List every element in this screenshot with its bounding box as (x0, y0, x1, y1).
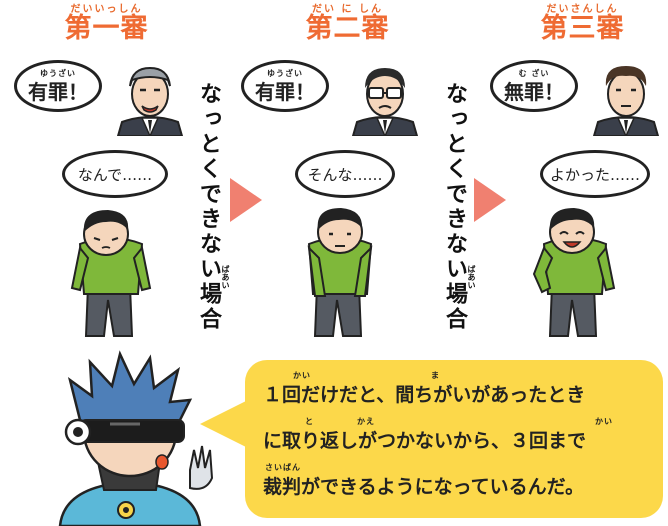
unsatisfied-label: なっとくできない場合 (196, 82, 221, 332)
verdict-ruby: む ざい (518, 69, 550, 78)
verdict-text: 無罪！ (504, 79, 564, 104)
ruby-saiban: さいばん (265, 463, 301, 472)
verdict-ruby: ゆうざい (267, 69, 303, 78)
defendant-figure-sad (70, 210, 152, 337)
verdict-bubble: ゆうざい 有罪！ (14, 60, 102, 112)
reaction-bubble: そんな…… (295, 150, 395, 198)
trial-title-third: だいさんしん 第三審 (490, 4, 668, 43)
ruby-kai-2: かい (595, 417, 613, 426)
ruby-kae: かえ (357, 417, 375, 426)
trial-title-text: 第三審 (540, 13, 625, 44)
trial-title-text: 第一審 (64, 13, 149, 44)
trial-column-second: だい に しん 第二審 ゆうざい 有罪！ そんな…… (241, 0, 440, 350)
explanation-speech-bubble: かい ま １回だけだと、間ちがいがあったとき と かえ かい に取り返しがつかな… (245, 360, 663, 518)
reaction-text: なんで…… (77, 165, 153, 184)
verdict-text: 有罪！ (255, 79, 315, 104)
trial-title-ruby: だいいっしん (70, 4, 143, 15)
verdict-bubble: む ざい 無罪！ (490, 60, 578, 112)
verdict-bubble: ゆうざい 有罪！ (241, 60, 329, 112)
unsatisfied-ruby: ばあい (221, 265, 230, 289)
trial-title-text: 第二審 (305, 13, 390, 44)
trial-title-ruby: だいさんしん (546, 4, 619, 15)
unsatisfied-ruby: ばあい (467, 265, 476, 289)
defendant-figure-relieved (532, 208, 616, 337)
explanation-line-1: １回だけだと、間ちがいがあったとき (263, 384, 586, 406)
unsatisfied-label-text: なっとくできない場合 (442, 82, 467, 332)
explanation-line-2: に取り返しがつかないから、３回まで (263, 430, 587, 452)
verdict-text: 有罪！ (28, 79, 88, 104)
unsatisfied-label: なっとくできない場合 (442, 82, 467, 332)
speech-bubble-tail (200, 400, 248, 448)
judge-figure (351, 68, 419, 136)
arrow-right-icon (230, 178, 262, 222)
ruby-ma: ま (431, 371, 440, 380)
robot-narrator (58, 350, 214, 526)
ruby-kai: かい (293, 371, 311, 380)
trial-title-ruby: だい に しん (312, 4, 383, 15)
judge-figure (116, 66, 184, 136)
trial-title-first: だいいっしん 第一審 (14, 4, 199, 43)
reaction-text: そんな…… (307, 165, 383, 184)
unsatisfied-label-text: なっとくできない場合 (196, 82, 221, 332)
arrow-right-icon (474, 178, 506, 222)
verdict-ruby: ゆうざい (40, 69, 76, 78)
reaction-bubble: なんで…… (62, 150, 168, 198)
defendant-figure-shocked (307, 208, 373, 337)
judge-figure (592, 66, 660, 136)
reaction-bubble: よかった…… (540, 150, 650, 198)
trial-column-third: だいさんしん 第三審 む ざい 無罪！ よかった…… (490, 0, 668, 350)
reaction-text: よかった…… (549, 165, 640, 184)
explanation-line-3: 裁判ができるようになっているんだ。 (263, 476, 585, 498)
trial-title-second: だい に しん 第二審 (255, 4, 440, 43)
ruby-to: と (305, 417, 314, 426)
trial-column-first: だいいっしん 第一審 ゆうざい 有罪！ なんで…… (14, 0, 199, 350)
